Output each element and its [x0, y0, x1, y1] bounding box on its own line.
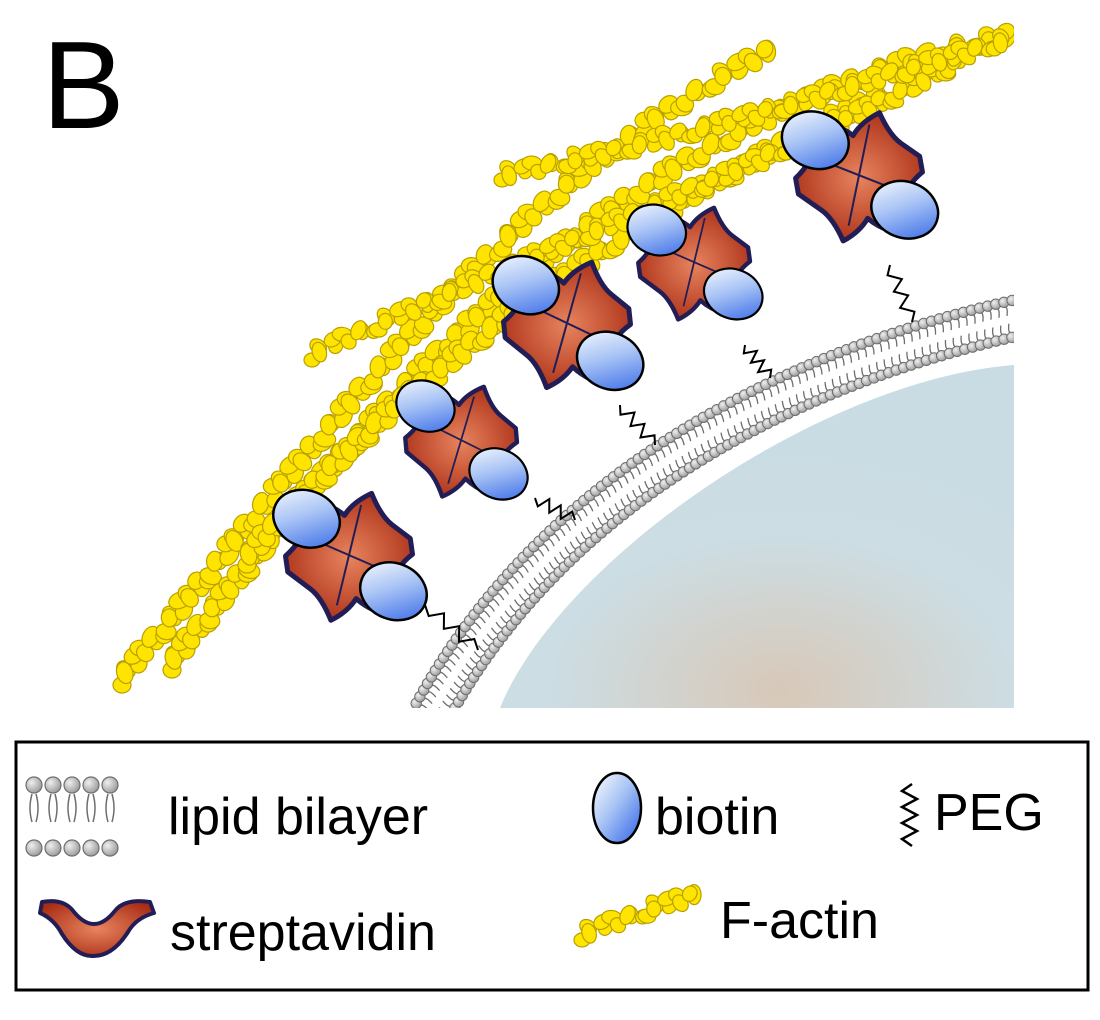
biotin: [272, 488, 341, 549]
streptavidin-complex: [780, 110, 940, 244]
legend-label-peg: PEG: [934, 784, 1044, 842]
biotin: [395, 379, 456, 433]
main-illustration: [112, 22, 1014, 708]
legend-label-streptavidin: streptavidin: [170, 904, 436, 962]
lipid-bilayer-icon: [25, 776, 119, 857]
streptavidin-icon: [38, 899, 156, 959]
streptavidin-complex: [395, 379, 529, 501]
biotin: [702, 267, 764, 321]
biotin: [870, 179, 940, 240]
lipid-bilayer: [410, 294, 1014, 708]
legend-label-biotin: biotin: [655, 788, 779, 846]
biotin: [359, 561, 428, 622]
biotin: [575, 330, 645, 392]
cell-interior: [500, 365, 1014, 708]
panel-label: B: [42, 17, 125, 155]
f-actin-icon: [573, 884, 702, 948]
streptavidin-complex: [626, 203, 764, 322]
peg-icon: [899, 782, 920, 848]
legend-label-lipid-bilayer: lipid bilayer: [168, 788, 428, 846]
legend: lipid bilayer biotin PEG streptavidin F-…: [14, 740, 1090, 992]
biotin-icon: [591, 771, 643, 845]
biotin: [626, 203, 688, 257]
legend-border: [14, 740, 1090, 992]
biotin: [780, 110, 850, 171]
streptavidin-complex: [491, 254, 645, 392]
streptavidin-complex: [272, 488, 428, 623]
peg-linkers: [424, 264, 916, 651]
legend-label-f-actin: F-actin: [720, 892, 879, 950]
streptavidin-biotin-complexes: [272, 110, 940, 623]
biotin: [491, 254, 561, 316]
biotin: [468, 447, 529, 501]
